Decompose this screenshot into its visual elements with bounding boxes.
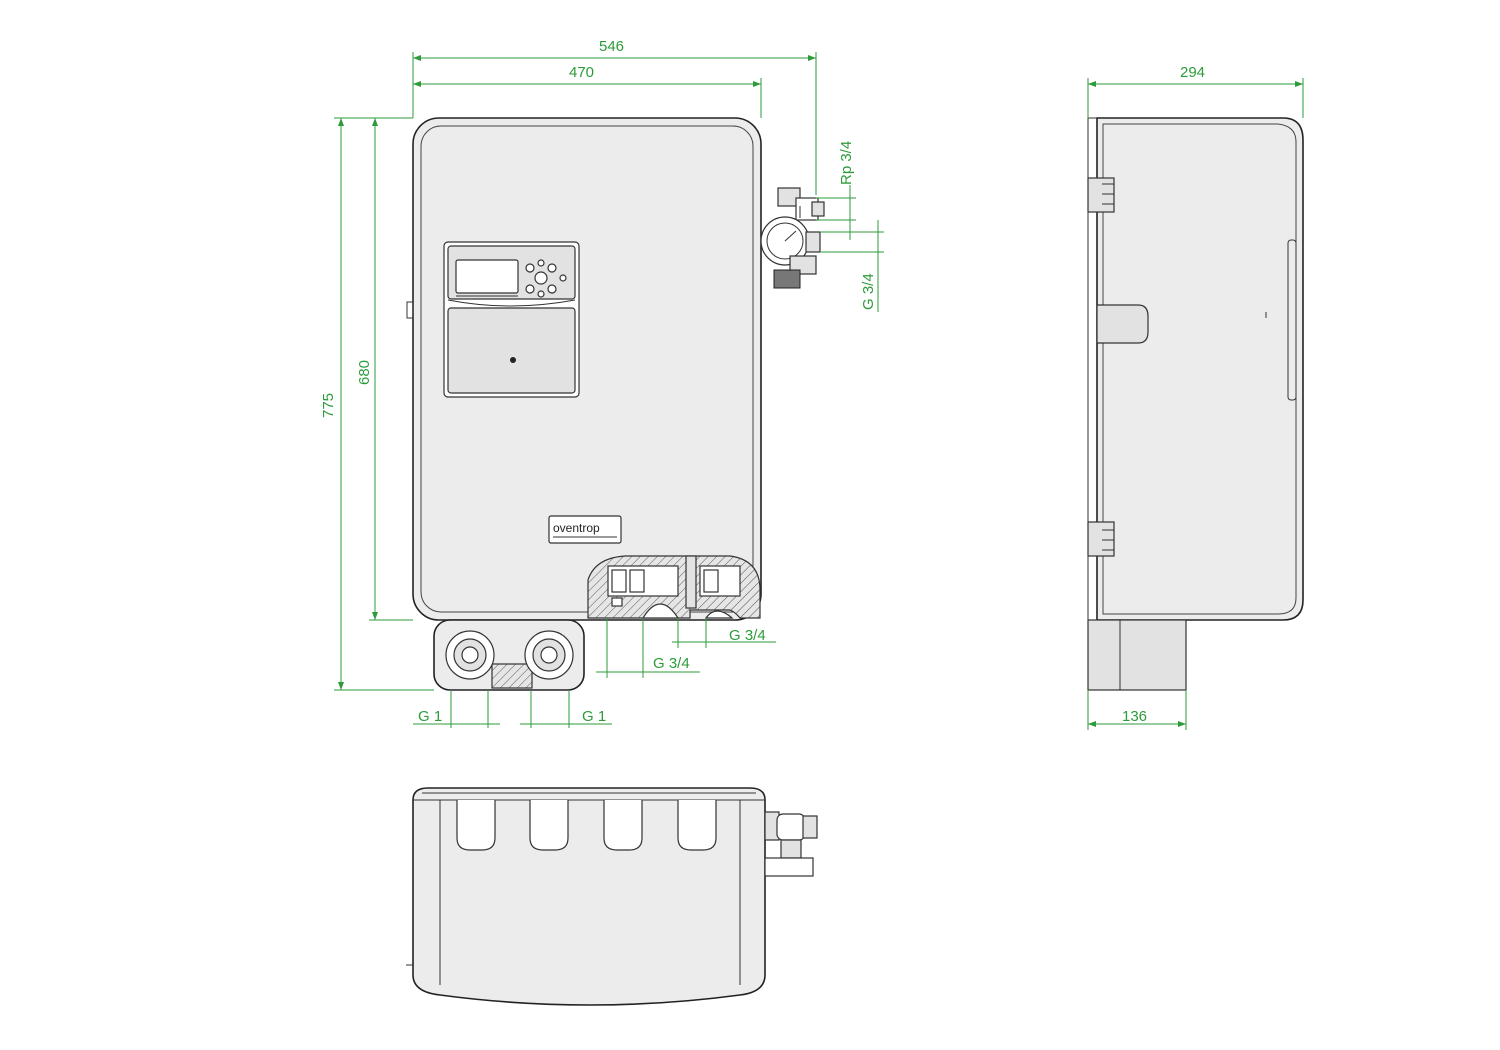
bottom-connection-block — [433, 619, 585, 691]
front-dimensions: 546 470 775 680 Rp 3/4 G 3/4 G 3/4 G 3/4 — [320, 38, 884, 728]
dim-g1-left: G 1 — [418, 708, 442, 725]
brand-plate: oventrop — [548, 515, 622, 544]
dim-depth-294: 294 — [1180, 64, 1205, 81]
dim-g-3-4-right: G 3/4 — [860, 273, 877, 310]
side-bottom-block — [1087, 619, 1187, 691]
right-side-valve — [760, 187, 825, 289]
top-view — [406, 787, 818, 1006]
side-view — [1087, 117, 1304, 691]
dim-g-3-4-bottom-lower: G 3/4 — [653, 655, 690, 672]
controller-unit — [443, 241, 580, 398]
dim-width-470: 470 — [569, 64, 594, 81]
hinge-top — [1087, 177, 1115, 213]
brand-logo: oventrop — [553, 521, 600, 535]
top-housing — [412, 787, 766, 1006]
bottom-right-valve-section — [587, 555, 761, 619]
dim-g1-right: G 1 — [582, 708, 606, 725]
dim-width-546: 546 — [599, 38, 624, 55]
controller-display — [455, 259, 519, 294]
dim-height-775: 775 — [320, 393, 337, 418]
side-dimensions: 294 136 — [1087, 64, 1304, 730]
dim-depth-136: 136 — [1122, 708, 1147, 725]
controller-buttons — [525, 259, 567, 298]
dim-g-3-4-bottom-upper: G 3/4 — [729, 627, 766, 644]
front-view: oventrop — [406, 117, 825, 691]
dim-height-680: 680 — [356, 360, 373, 385]
side-housing — [1096, 117, 1304, 621]
dim-rp-3-4: Rp 3/4 — [838, 141, 855, 185]
controller-led — [510, 357, 516, 363]
hinge-bottom — [1087, 521, 1115, 557]
